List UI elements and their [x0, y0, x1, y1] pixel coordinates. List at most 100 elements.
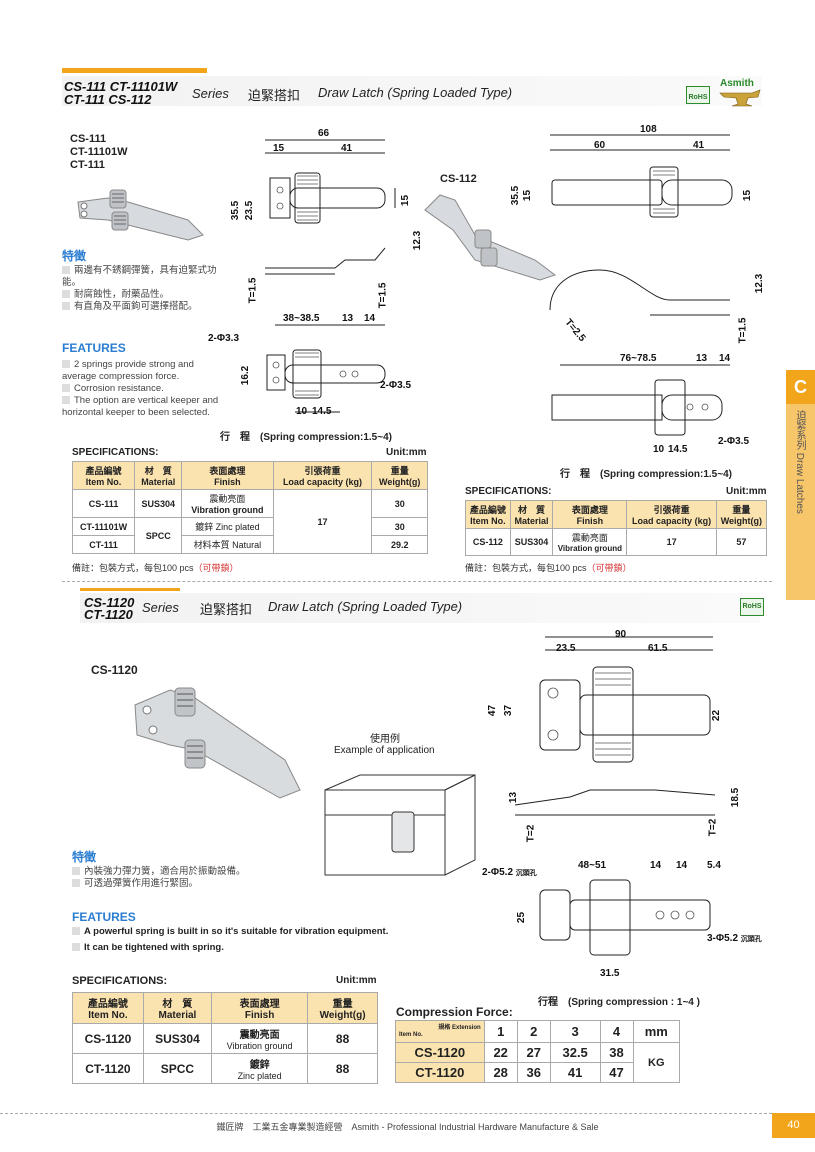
dim-48-51: 48~51: [578, 860, 607, 871]
dim-23-5: 23.5: [244, 200, 256, 221]
features3-en-title: FEATURES: [72, 910, 136, 924]
header-accent-bar: [62, 68, 207, 73]
spec3-unit: Unit:mm: [336, 975, 377, 986]
features-en-list: 2 springs provide strong and average com…: [62, 359, 219, 418]
dim-t15a: T=1.5: [247, 277, 259, 304]
section-divider: [62, 581, 772, 582]
latch-photo-cs1120: [134, 687, 301, 799]
table-row: CT-11101W SPCC 鍍鋅 Zinc plated 30: [71, 517, 428, 554]
dim-41: 41: [341, 143, 353, 154]
hole-2-5-2: 2-Φ5.2 沉頭孔: [482, 867, 537, 878]
hole-2-3-5: 2-Φ3.5: [380, 380, 412, 391]
left-model-list: CS-111 CT-11101W CT-111: [70, 133, 128, 171]
dim-23-5-p3: 23.5: [556, 643, 576, 654]
latch-photo-cs111: [77, 189, 204, 241]
dim-15b-r: 15: [742, 189, 754, 202]
dim-76-78-5: 76~78.5: [620, 353, 657, 364]
series-band-2: [80, 593, 760, 623]
spec2-unit: Unit:mm: [726, 486, 767, 497]
spec3-title: SPECIFICATIONS:: [72, 975, 168, 987]
series-band: [62, 76, 762, 106]
features3-cn-list: 內裝強力彈力簧，適合用於振動設備。 可透過彈簧作用進行緊固。: [72, 866, 246, 890]
asmith-logo: Asmith: [712, 78, 768, 108]
dim-14-5: 14.5: [312, 406, 332, 417]
drawing-cs111-top: [265, 139, 396, 275]
drawing-cs111-bottom: [266, 324, 386, 413]
table-row: CT-1120 28 36 41 47: [395, 1062, 680, 1083]
header2-accent-bar: [80, 588, 180, 591]
side-tab-letter: C: [786, 370, 815, 404]
dim-18-5: 18.5: [730, 787, 742, 808]
dim-37: 37: [503, 704, 515, 717]
drawing-cs1120: [514, 636, 716, 956]
dim-13-r: 13: [696, 353, 708, 364]
dim-15: 15: [273, 143, 285, 154]
dim-66: 66: [318, 128, 330, 139]
spec1-title: SPECIFICATIONS:: [72, 447, 159, 458]
dim-5-4: 5.4: [707, 860, 721, 871]
dim-13: 13: [342, 313, 354, 324]
dim-35-5: 35.5: [230, 200, 242, 221]
rohs-badge: RoHS: [686, 86, 710, 104]
rohs-badge-2: RoHS: [740, 598, 764, 616]
section2-models-line1: CS-1120: [84, 595, 135, 610]
section2-title-cn: 迫緊搭扣: [200, 602, 253, 617]
dim-12-3-r: 12.3: [754, 273, 766, 294]
dim-61-5: 61.5: [648, 643, 668, 654]
example-cn: 使用例: [370, 734, 400, 745]
section2-models-line2: CT-1120: [84, 607, 133, 622]
hole-2-3-3: 2-Φ3.3: [208, 333, 240, 344]
dim-38-38-5: 38~38.5: [283, 313, 320, 324]
dim-25: 25: [516, 911, 528, 924]
dim-t15-r: T=1.5: [737, 317, 749, 344]
section2-series: Series: [142, 600, 179, 615]
dim-60: 60: [594, 140, 606, 151]
dim-35-5-r: 35.5: [510, 185, 522, 206]
table-row: CT-111 材料本質 Natural 29.2: [71, 535, 428, 554]
dim-15-r: 15: [522, 189, 534, 202]
dim-13-p3: 13: [508, 791, 520, 804]
section1-models-line1: CS-111 CT-11101W: [64, 79, 178, 94]
dim-41-r: 41: [693, 140, 705, 151]
features3-cn-title: 特徵: [72, 850, 97, 864]
spec2-title: SPECIFICATIONS:: [465, 486, 552, 497]
page-number: 40: [772, 1113, 815, 1138]
section1-title-en: Draw Latch (Spring Loaded Type): [318, 85, 513, 100]
dim-108: 108: [640, 124, 657, 135]
section2-title-en: Draw Latch (Spring Loaded Type): [268, 599, 463, 614]
features3-en-list: A powerful spring is built in so it's su…: [72, 926, 388, 954]
footer-text: 鐵匠牌 工業五金專業製造經營 Asmith - Professional Ind…: [216, 1122, 599, 1132]
features-en-title: FEATURES: [62, 341, 126, 355]
side-tab: [786, 370, 815, 600]
spec2-note: 備註：包裝方式，每包100 pcs（可帶鎖）: [465, 563, 632, 573]
dim-10-r: 10: [653, 444, 665, 455]
compression-title: Compression Force:: [396, 1005, 513, 1019]
table-row: CS-1120 22 27 32.5 38 KG: [395, 1042, 681, 1083]
spec1-note: 備註：包裝方式，每包100 pcs（可帶鎖）: [72, 563, 239, 573]
dim-14: 14: [364, 313, 376, 324]
dim-t2b: T=2: [707, 818, 719, 837]
dim-31-5: 31.5: [600, 968, 620, 979]
section1-series: Series: [192, 86, 229, 101]
dim-22: 22: [711, 709, 723, 722]
drawing-cs112: [549, 134, 733, 436]
dim-t2a: T=2: [525, 824, 537, 843]
dim-47: 47: [487, 704, 499, 717]
compression-right: 行 程 (Spring compression:1.5~4): [560, 469, 732, 480]
dim-14b: 14: [676, 860, 688, 871]
compression-left: 行 程 (Spring compression:1.5~4): [220, 432, 392, 443]
footer-divider: [0, 1113, 772, 1114]
side-tab-label: 迫緊系列 Draw Latches: [794, 410, 805, 514]
features-cn-list: 兩邊有不銹鋼彈簧，具有迫緊式功能。 耐腐蝕性，耐藥品性。 有直角及平面鉤可選擇搭…: [62, 265, 217, 312]
latch-photo-cs112: [424, 194, 557, 281]
